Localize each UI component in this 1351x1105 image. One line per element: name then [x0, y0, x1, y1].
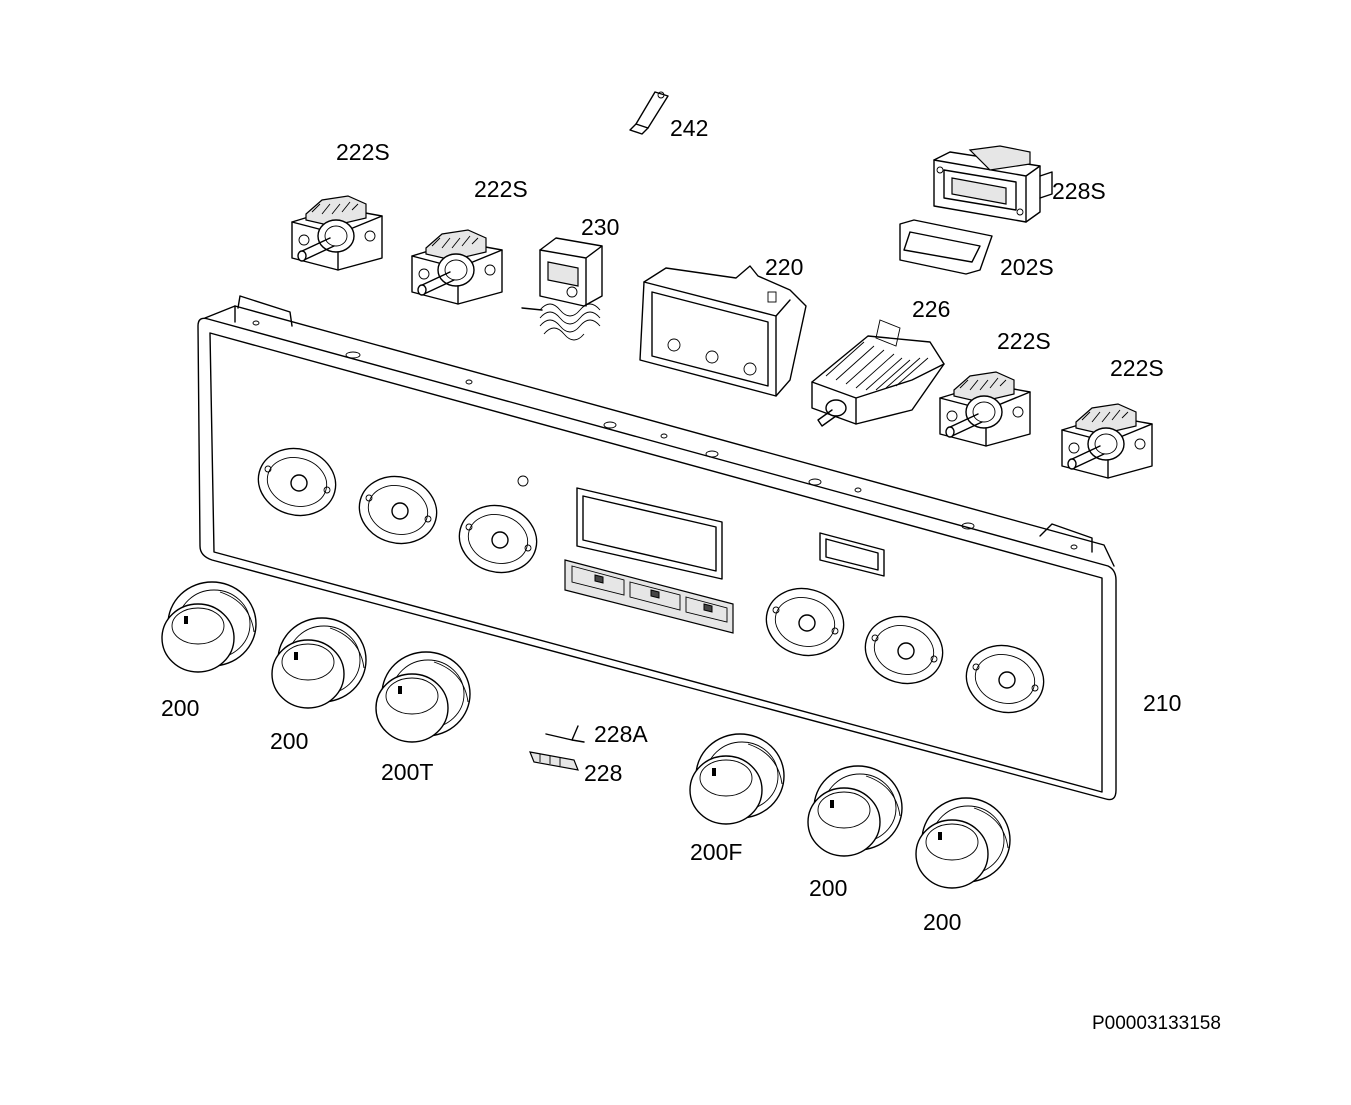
label-200f: 200F: [690, 839, 743, 865]
knob-200-b: [271, 617, 367, 709]
selector-switch-226: [811, 319, 945, 427]
switch-222s-a: [291, 195, 383, 271]
switch-222s-d: [1061, 403, 1153, 479]
label-222s-c: 222S: [997, 328, 1051, 354]
label-200-d: 200: [923, 909, 962, 935]
part-228: [529, 751, 579, 771]
label-200-b: 200: [270, 728, 309, 754]
part-228a: [545, 725, 585, 743]
label-200-a: 200: [161, 695, 200, 721]
knob-200-a: [161, 581, 257, 673]
frame-202s: [899, 219, 993, 275]
switch-block-228s: [933, 145, 1053, 223]
label-202s: 202S: [1000, 254, 1054, 280]
display-housing-220: [639, 265, 807, 397]
knob-200-c: [807, 765, 903, 857]
label-220: 220: [765, 254, 804, 280]
label-210: 210: [1143, 690, 1182, 716]
drawing-code: P00003133158: [1092, 1013, 1221, 1034]
label-242: 242: [670, 115, 709, 141]
label-200-c: 200: [809, 875, 848, 901]
control-panel-210: [197, 295, 1117, 801]
knob-200f: [689, 733, 785, 825]
switch-222s-c: [939, 371, 1031, 447]
thermostat-230: [521, 237, 603, 341]
label-200t: 200T: [381, 759, 434, 785]
knob-200t: [375, 651, 471, 743]
label-226: 226: [912, 296, 951, 322]
label-222s-b: 222S: [474, 176, 528, 202]
label-228: 228: [584, 760, 623, 786]
knob-200-d: [915, 797, 1011, 889]
label-222s-a: 222S: [336, 139, 390, 165]
part-242: [629, 91, 669, 135]
label-228s: 228S: [1052, 178, 1106, 204]
label-228a: 228A: [594, 721, 648, 747]
switch-222s-b: [411, 229, 503, 305]
label-222s-d: 222S: [1110, 355, 1164, 381]
label-230: 230: [581, 214, 620, 240]
